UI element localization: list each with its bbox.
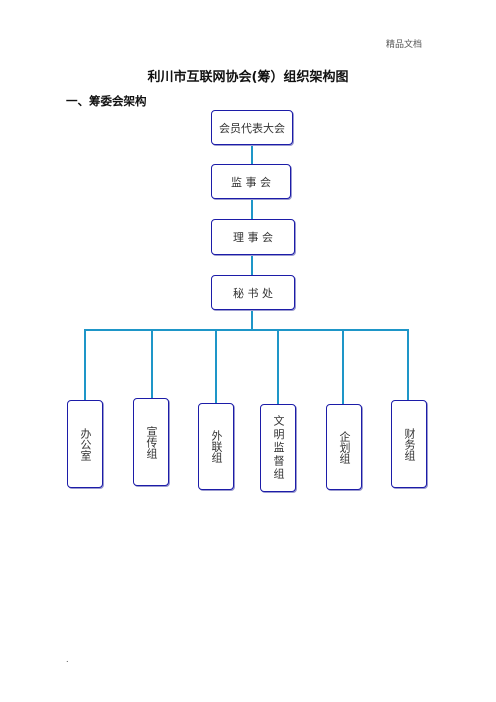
- org-box-members-congress: 会员代表大会: [211, 110, 293, 145]
- dept-label: 宣传组: [145, 425, 158, 459]
- org-box-label: 秘 书 处: [233, 286, 273, 300]
- dept-box-publicity: 宣传组: [133, 398, 169, 486]
- org-box-label: 理 事 会: [233, 231, 273, 244]
- dept-box-planning: 企划组: [326, 404, 362, 490]
- footer-mark: .: [66, 655, 69, 664]
- dept-label: 文明监督组: [272, 415, 285, 481]
- dept-box-liaison: 外联组: [198, 403, 234, 490]
- dept-box-civility-oversight: 文明监督组: [260, 404, 296, 492]
- dept-label: 财务组: [403, 427, 416, 461]
- org-box-council: 理 事 会: [211, 219, 295, 255]
- dept-label: 外联组: [210, 430, 223, 463]
- org-box-supervisory-board: 监 事 会: [211, 164, 291, 199]
- dept-box-office: 办公室: [67, 400, 103, 488]
- org-box-secretariat: 秘 书 处: [211, 275, 295, 310]
- section-heading: 一、筹委会架构: [66, 94, 147, 108]
- dept-label: 企划组: [338, 430, 351, 464]
- dept-label: 办公室: [79, 427, 92, 461]
- org-box-label: 会员代表大会: [219, 121, 285, 135]
- dept-box-finance: 财务组: [391, 400, 427, 488]
- document-title: 利川市互联网协会(筹）组织架构图: [147, 70, 349, 85]
- org-box-label: 监 事 会: [231, 175, 271, 189]
- header-note: 精品文档: [385, 40, 422, 50]
